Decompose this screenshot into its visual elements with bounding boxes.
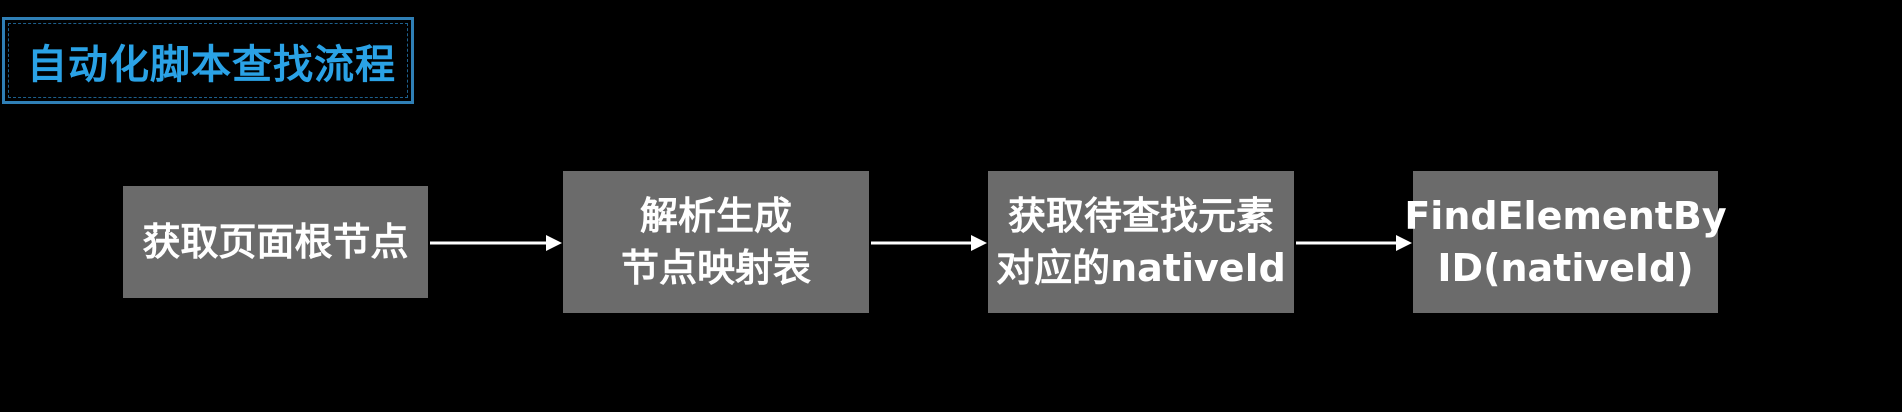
arrow-step3-to-step4 [1296,235,1412,251]
step-2-line-1: 解析生成 [639,194,792,238]
diagram-title: 自动化脚本查找流程 [27,41,396,88]
arrow-step2-to-step3 [871,235,987,251]
title-box: 自动化脚本查找流程 [2,17,414,104]
step-3-line-2: 对应的nativeId [996,246,1286,290]
step-3-line-1: 获取待查找元素 [1007,194,1274,238]
step-1-line-1: 获取页面根节点 [142,220,409,264]
step-parse-node-map: 解析生成 节点映射表 [563,171,869,313]
step-2-line-2: 节点映射表 [620,246,811,290]
step-get-native-id: 获取待查找元素 对应的nativeId [988,171,1294,313]
step-4-line-1: FindElementBy [1404,194,1727,238]
step-find-element-by-id: FindElementBy ID(nativeId) [1404,171,1727,313]
arrow-step1-to-step2 [430,235,562,251]
step-4-line-2: ID(nativeId) [1437,246,1694,290]
step-get-root-node: 获取页面根节点 [123,186,428,298]
